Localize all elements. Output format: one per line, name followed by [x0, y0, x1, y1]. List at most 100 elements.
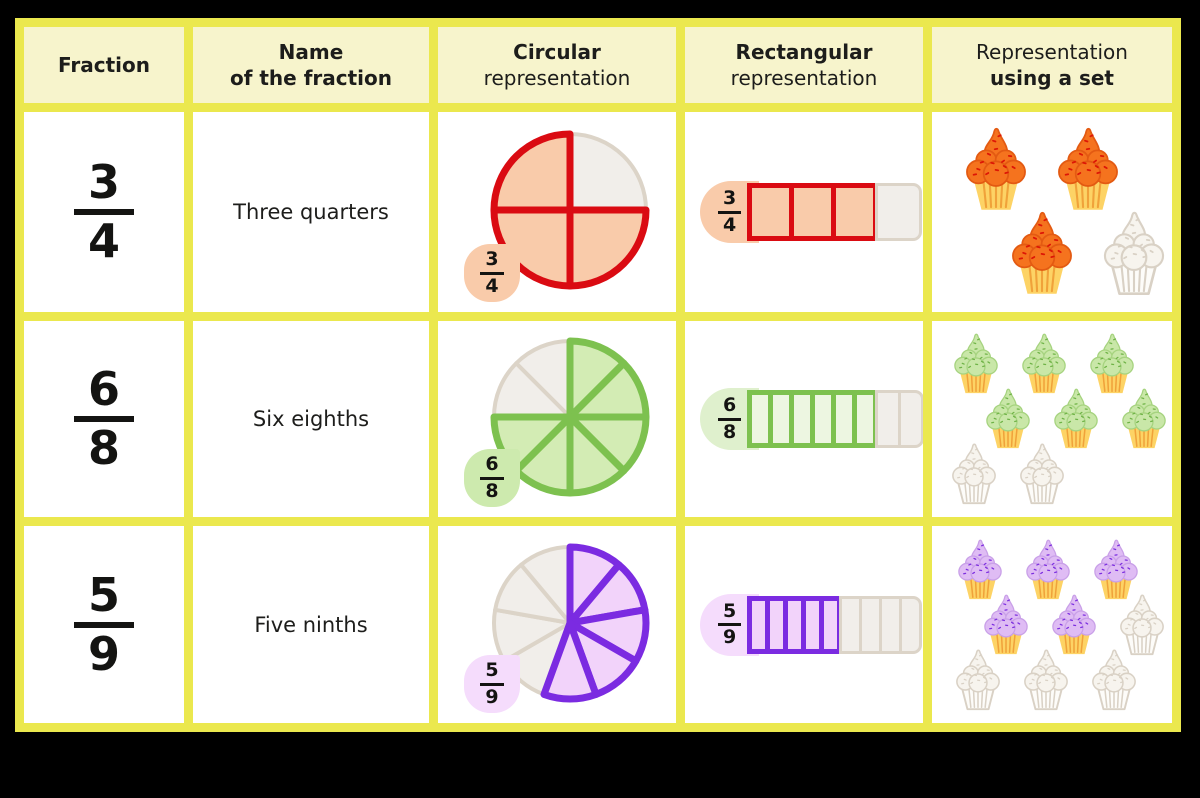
cupcake-unshaded-icon — [952, 443, 996, 505]
cupcake-unshaded-icon — [1024, 649, 1068, 710]
pie-slice-shaded — [540, 619, 600, 702]
bar-segment-shaded — [831, 183, 879, 241]
fraction-denominator: 4 — [723, 213, 737, 236]
cupcake-row — [942, 443, 1074, 507]
fraction-numerator: 3 — [480, 248, 504, 275]
cupcake-unshaded-icon — [1103, 211, 1165, 296]
fraction-numerator: 6 — [73, 366, 134, 422]
cupcake-shaded-icon — [1094, 539, 1138, 599]
cupcake-row — [998, 211, 1172, 299]
cupcake-shaded-icon — [984, 594, 1028, 654]
cupcake-unshaded-icon — [1020, 443, 1064, 505]
cupcake-shaded-icon — [966, 127, 1026, 210]
fraction-name: Six eighths — [252, 407, 370, 431]
cupcake-shaded-icon — [986, 388, 1030, 449]
header-line: Name — [278, 40, 344, 64]
header-line: Fraction — [58, 53, 150, 77]
fraction-denominator: 4 — [87, 214, 120, 268]
fraction-denominator: 8 — [723, 420, 737, 443]
header-line: using a set — [989, 66, 1114, 90]
cupcake-shaded-icon — [1054, 388, 1098, 449]
header-line: Representation — [976, 40, 1128, 64]
cupcake-unshaded-icon — [1120, 594, 1164, 655]
fraction-numerator: 6 — [718, 394, 742, 421]
fraction-name-cell: Six eighths — [193, 321, 429, 517]
header-line: Rectangular — [735, 40, 873, 64]
cupcake-row — [946, 649, 1146, 713]
cupcake-shaded-icon — [1122, 388, 1166, 449]
cupcake-shaded-icon — [954, 333, 998, 394]
cupcake-row — [948, 539, 1148, 603]
fraction-bar — [747, 595, 923, 654]
bar-segment-shaded — [747, 183, 795, 241]
fraction-numerator: 3 — [73, 159, 134, 215]
cupcake-unshaded-icon — [1092, 649, 1136, 710]
set-representation-cell — [932, 112, 1172, 312]
bar-segment-unshaded — [899, 595, 923, 654]
header-line: of the fraction — [229, 66, 393, 90]
header-line: Circular — [513, 40, 601, 64]
pie-chart — [490, 130, 650, 290]
bar-segment-shaded — [789, 183, 837, 241]
set-representation-cell — [932, 321, 1172, 517]
fraction-denominator: 8 — [485, 479, 499, 502]
cupcake-shaded-icon — [1022, 333, 1066, 394]
cupcake-row — [944, 333, 1144, 397]
fraction-name: Three quarters — [233, 200, 389, 224]
header-cell-fraction: Fraction — [24, 27, 184, 103]
fraction-name: Five ninths — [254, 612, 368, 637]
fraction-bar — [747, 183, 923, 241]
pie-chart — [490, 337, 650, 497]
set-representation-cell — [932, 526, 1172, 723]
cupcake-shaded-icon — [1090, 333, 1134, 394]
bar-segment-unshaded — [898, 390, 923, 448]
cupcake-shaded-icon — [1026, 539, 1070, 599]
cupcake-row — [952, 127, 1132, 215]
cupcake-row — [974, 594, 1172, 658]
cupcake-shaded-icon — [1058, 127, 1118, 210]
fraction-denominator: 4 — [485, 274, 499, 297]
fraction-numerator: 6 — [480, 453, 504, 480]
fraction-denominator: 9 — [723, 626, 737, 648]
pie-slice-unshaded — [568, 132, 648, 212]
cupcake-shaded-icon — [1012, 211, 1072, 294]
fraction-name-cell: Three quarters — [193, 112, 429, 312]
header-line: representation — [483, 66, 631, 90]
fraction-numerator: 5 — [480, 659, 504, 686]
fraction-denominator: 9 — [485, 685, 499, 708]
pie-chart — [491, 543, 650, 702]
fraction-numerator: 3 — [718, 187, 742, 214]
cupcake-shaded-icon — [958, 539, 1002, 599]
fraction-denominator: 9 — [87, 626, 120, 681]
fraction-bar — [747, 390, 923, 448]
fraction-denominator: 8 — [87, 421, 120, 475]
header-line: representation — [730, 66, 878, 90]
pie-slice-shaded — [490, 130, 574, 214]
